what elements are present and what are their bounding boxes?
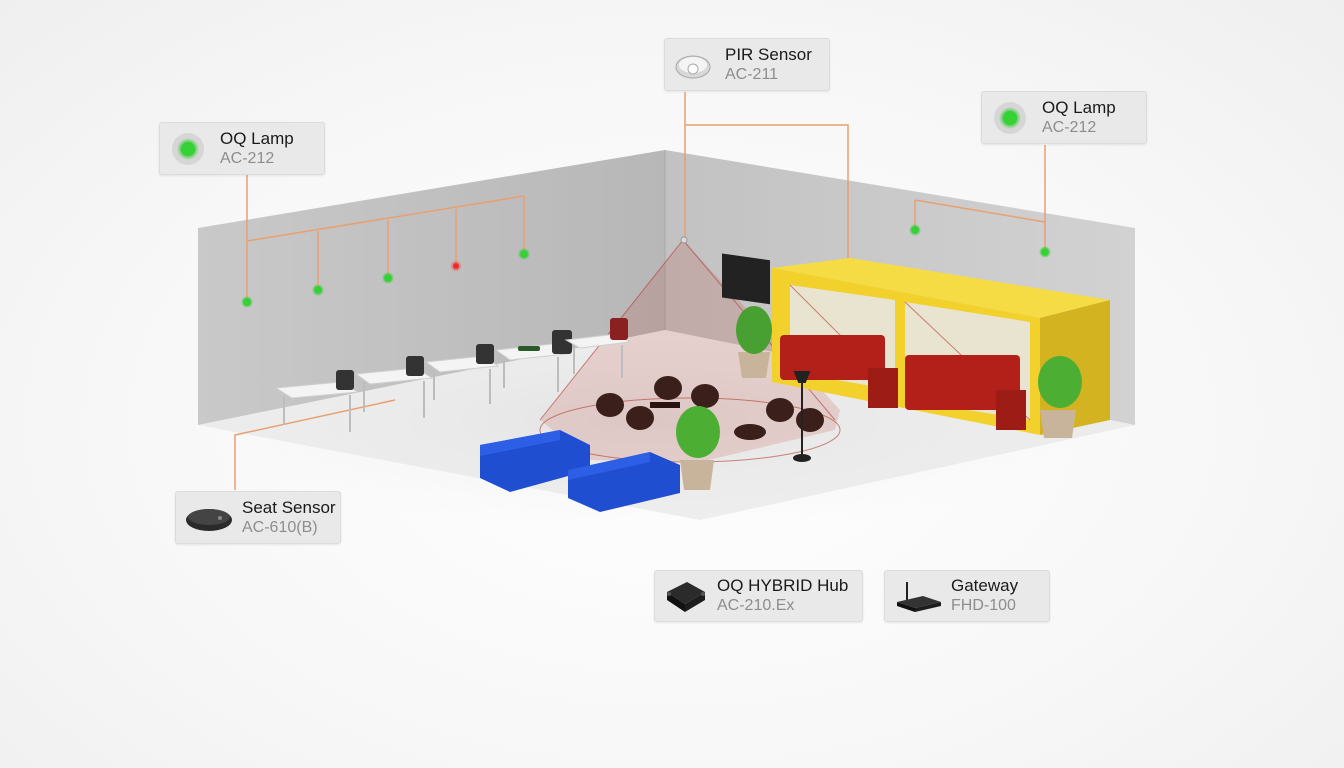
meeting-pods (772, 258, 1110, 435)
hub-model: AC-210.Ex (717, 597, 795, 614)
hub-device-icon (663, 576, 709, 616)
pir-sensor-icon (673, 45, 713, 85)
gateway-model: FHD-100 (951, 597, 1016, 614)
label-seat-sensor: Seat Sensor AC-610(B) (175, 491, 341, 544)
label-gateway: Gateway FHD-100 (884, 570, 1050, 622)
blue-sofas (480, 430, 680, 512)
wall-tv (722, 253, 770, 305)
pir-sensor-device (680, 236, 688, 244)
floor-lamp (793, 371, 811, 462)
green-lamp-icon (990, 98, 1030, 138)
oq-lamp-left-name: OQ Lamp (220, 128, 294, 148)
pir-sensor-name: PIR Sensor (725, 44, 812, 64)
wall-lamps (241, 224, 1051, 308)
label-hub: OQ HYBRID Hub AC-210.Ex (654, 570, 863, 622)
pod-sofa (780, 335, 885, 380)
seat-sensor-icon (184, 498, 234, 538)
gateway-name: Gateway (951, 576, 1019, 595)
cafe-area (596, 376, 824, 440)
desk (354, 356, 434, 418)
floor (198, 330, 1135, 520)
gateway-router-icon (893, 576, 943, 616)
oq-lamp-right-name: OQ Lamp (1042, 97, 1116, 117)
label-pir-sensor: PIR Sensor AC-211 (664, 38, 830, 91)
pir-sensor-model: AC-211 (725, 65, 779, 83)
connector-lines (234, 92, 1046, 490)
label-oq-lamp-right: OQ Lamp AC-212 (981, 91, 1147, 144)
oq-lamp-left-model: AC-212 (220, 149, 275, 167)
label-oq-lamp-left: OQ Lamp AC-212 (159, 122, 325, 175)
pod-sofa (905, 355, 1020, 410)
seat-sensor-model: AC-610(B) (242, 518, 318, 536)
desk (274, 370, 360, 432)
desk (494, 330, 572, 392)
desk-row (274, 318, 632, 432)
seat-sensor-name: Seat Sensor (242, 497, 336, 517)
oq-lamp-right-model: AC-212 (1042, 118, 1097, 136)
plants (676, 306, 1082, 490)
left-wall (198, 150, 665, 425)
desk (424, 344, 500, 404)
hub-name: OQ HYBRID Hub (717, 576, 849, 595)
desk (564, 318, 632, 378)
green-lamp-icon (168, 129, 208, 169)
